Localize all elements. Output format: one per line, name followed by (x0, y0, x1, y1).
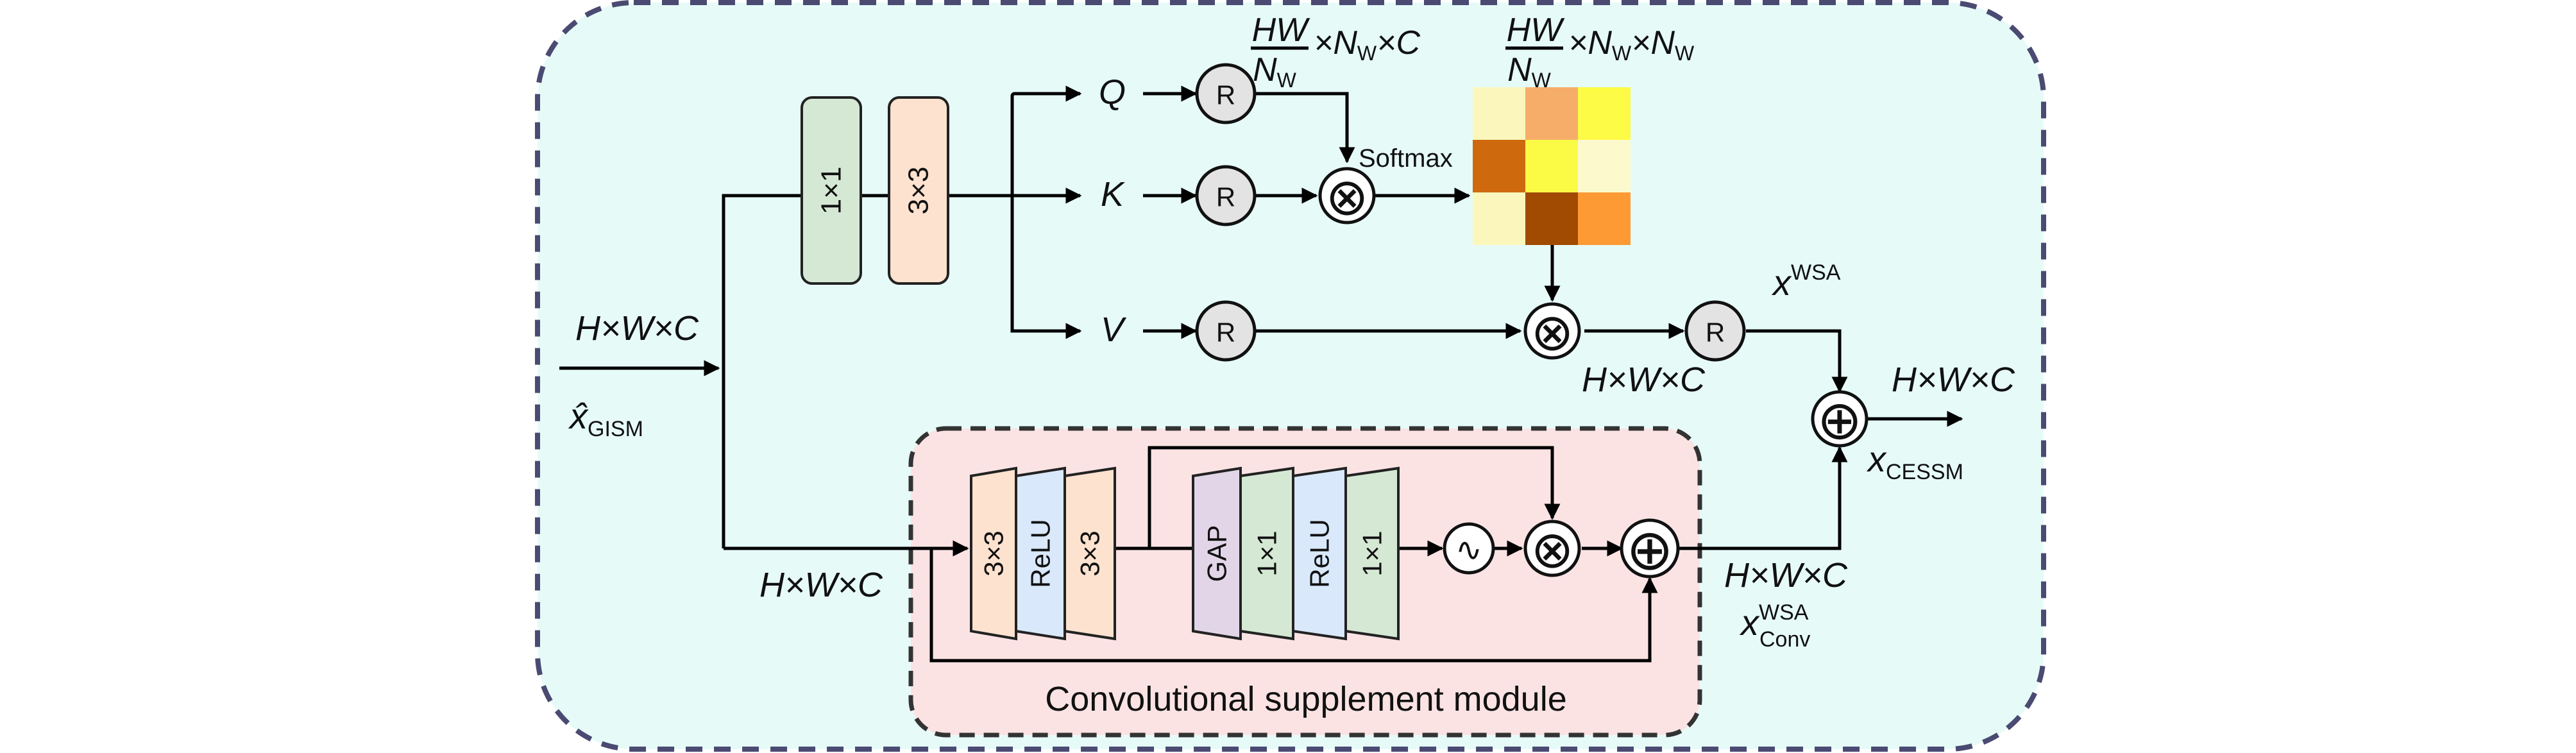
multiply-node-csm-symbol: ⊗ (1530, 521, 1573, 579)
q-dim-fraction-numerator: HW (1252, 12, 1311, 49)
q-dim-fraction-den-sub: W (1277, 69, 1297, 92)
conv-variable-sub: Conv (1759, 627, 1810, 652)
conv-variable-label: xWSA (1739, 600, 1809, 643)
softmax-label: Softmax (1359, 144, 1453, 173)
attention-matrix-cell (1525, 140, 1578, 192)
branch-label-k: K (1101, 175, 1125, 214)
sigmoid-node: ∿ (1443, 522, 1495, 575)
add-node-output-symbol: ⊕ (1817, 390, 1862, 450)
attention-matrix-cell (1473, 192, 1525, 245)
csm-conv-3x3-a-block: 3×3 (970, 466, 1017, 641)
connection-lines (559, 85, 1963, 663)
reshape-node-v: R (1195, 300, 1257, 362)
dim-label-conv-out: H×W×C (1724, 556, 1848, 595)
q-dim-fraction-denominator: NW (1253, 51, 1297, 92)
csm-gap-block: GAP (1192, 466, 1242, 641)
multiply-node-csm: ⊗ (1523, 520, 1581, 579)
multiply-node-av-symbol: ⊗ (1530, 304, 1573, 361)
reshape-node-out-label: R (1706, 317, 1725, 348)
attention-matrix-cell (1525, 87, 1578, 140)
reshape-node-q-label: R (1216, 80, 1235, 110)
reshape-node-q: R (1195, 63, 1257, 124)
conv-3x3-block: 3×3 (888, 96, 949, 285)
csm-conv-1x1-b-label: 1×1 (1357, 530, 1387, 576)
conv-1x1-block: 1×1 (801, 96, 862, 285)
attention-matrix-cell (1578, 87, 1631, 140)
csm-gap-label: GAP (1202, 525, 1232, 582)
attn-dim-fraction-den-sub: W (1532, 69, 1552, 92)
dim-label-input: H×W×C (575, 309, 699, 348)
add-node-output: ⊕ (1811, 390, 1868, 450)
attention-matrix (1473, 87, 1631, 245)
conv-1x1-label: 1×1 (816, 167, 847, 215)
attn-dim-rest: ×NW×NW (1568, 24, 1695, 65)
dim-label-csm-input: H×W×C (759, 566, 883, 604)
csm-conv-3x3-b-block: 3×3 (1063, 466, 1116, 641)
csm-conv-1x1-a-label: 1×1 (1252, 530, 1282, 576)
multiply-node-av: ⊗ (1523, 302, 1581, 361)
attention-matrix-cell (1473, 140, 1525, 192)
attn-dim-fraction-numerator: HW (1507, 12, 1566, 49)
csm-relu-a-label: ReLU (1026, 519, 1056, 588)
reshape-node-out: R (1684, 300, 1746, 362)
attention-matrix-cell (1578, 192, 1631, 245)
wsa-variable-label: xWSA (1771, 260, 1841, 303)
input-variable-label: x̂GISM (568, 396, 643, 441)
csm-conv-1x1-b-block: 1×1 (1344, 466, 1400, 641)
dim-label-wsa-out: H×W×C (1582, 360, 1706, 399)
branch-label-v: V (1101, 310, 1127, 349)
csm-relu-a-block: ReLU (1015, 466, 1066, 641)
conv-3x3-label: 3×3 (903, 167, 935, 215)
output-variable-label: xCESSM (1866, 439, 1963, 484)
attention-matrix-cell (1473, 87, 1525, 140)
csm-conv-3x3-b-label: 3×3 (1075, 530, 1105, 576)
q-dim-rest: ×NW×C (1314, 24, 1420, 65)
multiply-node-qk-symbol: ⊗ (1325, 169, 1368, 226)
csm-conv-3x3-a-label: 3×3 (979, 530, 1009, 576)
attn-dim-fraction-denominator: NW (1507, 51, 1552, 92)
csm-relu-b-block: ReLU (1292, 466, 1347, 641)
add-node-csm-symbol: ⊕ (1626, 518, 1674, 582)
csm-relu-b-label: ReLU (1305, 519, 1335, 588)
reshape-node-k: R (1195, 165, 1257, 226)
csm-conv-1x1-a-block: 1×1 (1239, 466, 1294, 641)
add-node-csm: ⊕ (1620, 518, 1680, 582)
multiply-node-qk: ⊗ (1318, 167, 1376, 226)
csm-title: Convolutional supplement module (1045, 680, 1567, 718)
attention-matrix-cell (1578, 140, 1631, 192)
dim-label-output: H×W×C (1892, 360, 2015, 399)
reshape-node-v-label: R (1216, 317, 1235, 348)
reshape-node-k-label: R (1216, 182, 1235, 212)
branch-label-q: Q (1099, 73, 1126, 112)
attention-matrix-cell (1525, 192, 1578, 245)
sigmoid-node-symbol: ∿ (1455, 532, 1482, 568)
